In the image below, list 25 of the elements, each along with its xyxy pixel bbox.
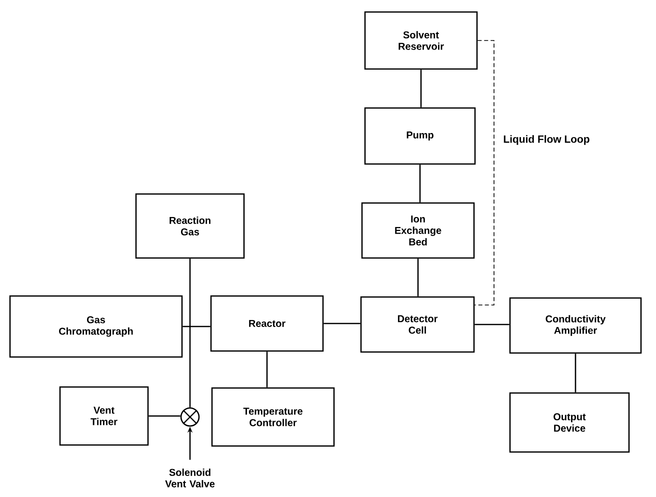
process-box: Pump	[364, 107, 476, 165]
edge-label: Liquid Flow Loop	[502, 134, 591, 146]
connector-line	[189, 258, 191, 408]
connector-line	[182, 326, 210, 328]
connector-line	[148, 415, 180, 417]
process-box: Conductivity Amplifier	[509, 297, 642, 354]
connector-line	[574, 354, 576, 392]
process-box: Temperature Controller	[211, 387, 335, 447]
connector-line	[419, 164, 421, 202]
dashed-connector	[474, 40, 494, 306]
valve-symbol	[180, 407, 200, 427]
process-box: Ion Exchange Bed	[361, 202, 475, 259]
connector-line	[266, 352, 268, 388]
process-box: Gas Chromatograph	[9, 295, 183, 358]
process-box: Solvent Reservoir	[364, 11, 478, 70]
connector-line	[420, 70, 422, 108]
process-box: Reaction Gas	[135, 193, 245, 259]
process-box: Detector Cell	[360, 296, 475, 353]
process-box: Vent Timer	[59, 386, 149, 446]
connector-line	[324, 322, 360, 324]
process-box: Reactor	[210, 295, 324, 352]
connector-line	[474, 324, 510, 326]
process-box: Output Device	[509, 392, 630, 453]
connector-line	[417, 258, 419, 296]
valve-label: Solenoid Vent Valve	[165, 468, 215, 488]
